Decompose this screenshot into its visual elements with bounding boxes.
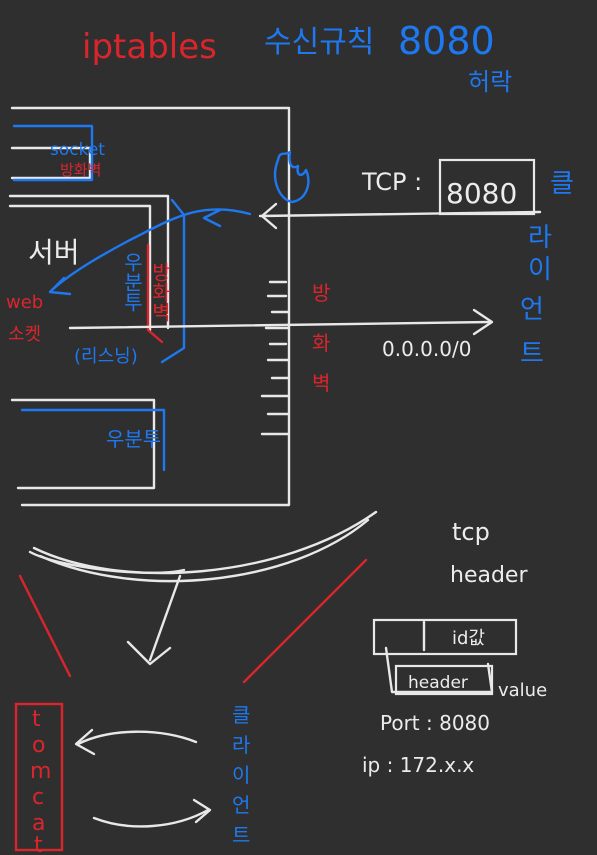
inbound-curve-head [48, 276, 72, 296]
header-inner-label: header [408, 673, 468, 693]
client-char-2: 라 [528, 223, 552, 253]
fire-icon [273, 150, 310, 204]
down-arrow-shaft [148, 574, 182, 662]
svg-text:t: t [34, 833, 43, 855]
socket-slot-white [10, 146, 92, 180]
tcp-header-title-1: tcp [452, 518, 490, 546]
socket-firewall-label: 방화벽 [60, 161, 101, 179]
client-bottom-label: 클 라 이 언 트 [232, 703, 250, 847]
firewall-teeth [260, 280, 290, 436]
svg-text:언: 언 [232, 793, 250, 817]
outer-firewall-2: 화 [312, 331, 330, 355]
title-allow: 허락 [468, 68, 512, 96]
svg-text:라: 라 [232, 733, 250, 757]
inner-bracket-red [146, 243, 164, 344]
down-arrow-head [126, 640, 172, 666]
socket-label: socket [50, 140, 105, 160]
header-id: id값 [452, 628, 485, 649]
header-value-label: value [498, 680, 547, 701]
response-arrow [92, 808, 210, 828]
outgoing-arrowhead [472, 308, 494, 336]
listening-label: (리스닝) [74, 346, 138, 367]
server-frame [10, 106, 291, 507]
socket-slot-blue [12, 124, 94, 182]
red-diagonal-right [242, 558, 368, 684]
svg-text:이: 이 [232, 763, 250, 787]
web-socket-label-2: 소켓 [8, 324, 41, 345]
svg-text:방화벽: 방화벽 [148, 262, 172, 322]
svg-text:m: m [30, 759, 51, 784]
outer-firewall-3: 벽 [312, 371, 330, 395]
svg-text:우분투: 우분투 [120, 252, 144, 312]
inner-firewall-vertical: 방화벽 [148, 262, 172, 322]
any-ip-label: 0.0.0.0/0 [382, 337, 471, 361]
inner-bracket-top [8, 194, 170, 330]
client-char-3: 이 [528, 255, 552, 285]
title-rule: 수신규칙 [264, 25, 374, 60]
request-arrowhead [74, 728, 96, 756]
inbound-curve [50, 208, 252, 292]
header-inner-connector [384, 646, 494, 694]
client-char-4: 언 [520, 295, 544, 325]
inner-bracket-inner [8, 204, 152, 332]
client-char-5: 트 [520, 339, 544, 369]
svg-text:o: o [32, 733, 45, 758]
tcp-port-box [438, 158, 536, 216]
incoming-line [258, 210, 542, 218]
request-arrow [76, 730, 198, 746]
red-diagonal-left [18, 574, 72, 678]
header-inner-box [394, 664, 494, 696]
web-socket-label: web [6, 292, 43, 313]
outgoing-line [68, 320, 492, 330]
title-iptables: iptables [82, 27, 217, 67]
ubuntu-bottom-label: 우분투 [106, 427, 161, 451]
svg-text:트: 트 [232, 823, 250, 847]
bottom-slot-white [10, 398, 156, 490]
outer-firewall-1: 방 [312, 281, 330, 305]
response-arrowhead [192, 798, 212, 824]
client-char-1: 클 [550, 169, 574, 199]
header-ip-line: ip : 172.x.x [362, 753, 474, 777]
inner-bracket-blue [160, 198, 186, 364]
svg-text:t: t [32, 707, 41, 732]
incoming-arrowhead [260, 202, 278, 230]
ubuntu-vertical: 우분투 [120, 252, 144, 312]
funnel-curve-2 [38, 518, 370, 583]
funnel-curve-3 [28, 550, 186, 575]
bottom-slot-blue [20, 408, 166, 472]
header-outer-box [372, 618, 518, 656]
svg-text:클: 클 [232, 703, 250, 727]
title-port: 8080 [398, 19, 495, 63]
svg-text:c: c [32, 785, 44, 810]
tomcat-label: t o m c a t [30, 707, 51, 855]
server-label: 서버 [28, 236, 80, 269]
svg-text:a: a [32, 811, 45, 836]
funnel-curve-1 [32, 510, 378, 575]
tcp-port-value: 8080 [446, 177, 517, 210]
inbound-blue-tip [202, 208, 222, 228]
tcp-header-title-2: header [450, 563, 528, 588]
header-port-line: Port : 8080 [380, 711, 490, 735]
tomcat-box [14, 702, 64, 852]
tcp-label: TCP : [361, 168, 422, 196]
